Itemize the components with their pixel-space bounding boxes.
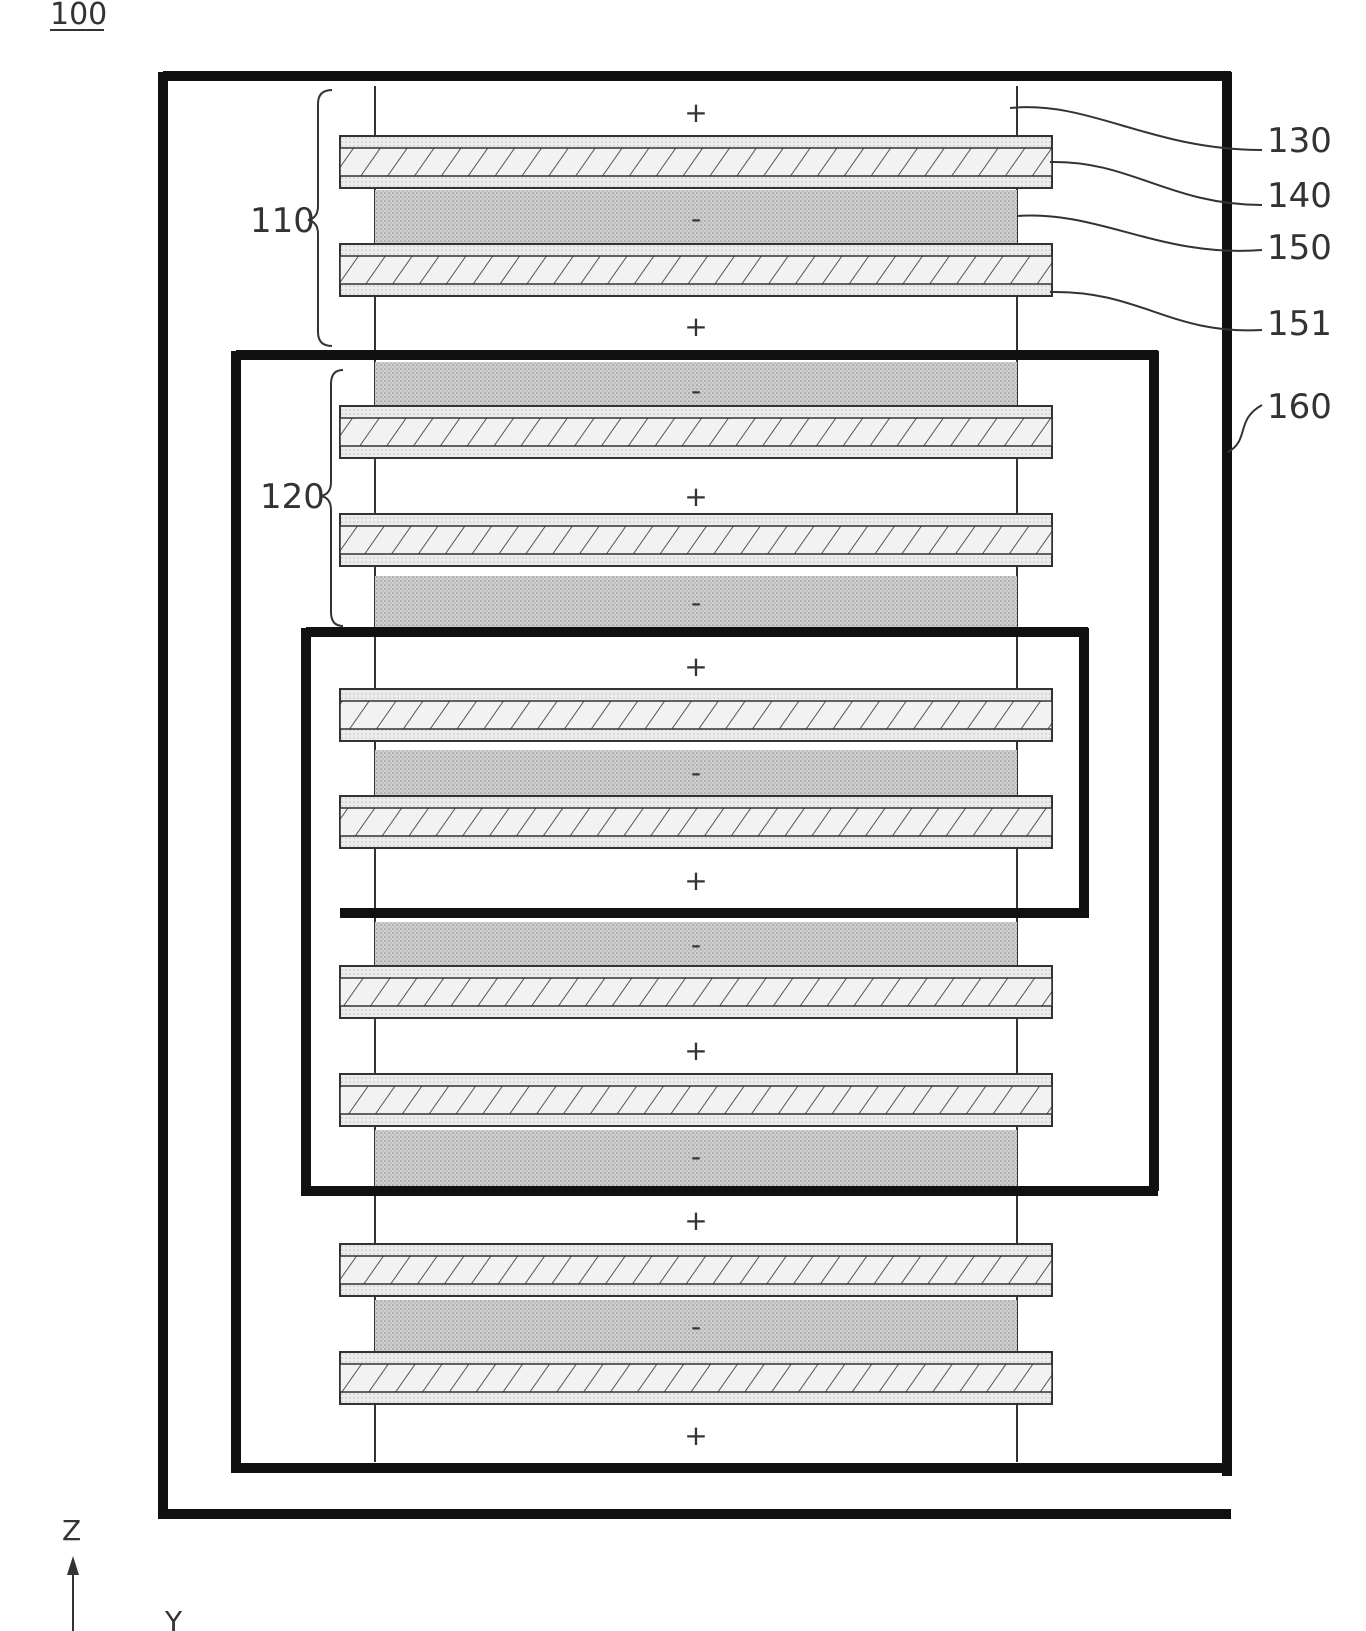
layer-stack: + - + - + - + - + - + - + - + xyxy=(340,96,1052,1452)
current-collector-band xyxy=(340,701,1052,729)
positive-sign: + xyxy=(684,96,707,129)
label-130: 130 xyxy=(1267,121,1332,161)
label-110: 110 xyxy=(250,201,315,241)
positive-sign: + xyxy=(684,1204,707,1237)
label-160: 160 xyxy=(1267,387,1332,427)
positive-sign: + xyxy=(684,310,707,343)
axis-z-label: Z xyxy=(62,1514,81,1547)
negative-sign: - xyxy=(691,1310,701,1343)
label-150: 150 xyxy=(1267,228,1332,268)
positive-sign: + xyxy=(684,1419,707,1452)
negative-sign: - xyxy=(691,202,701,235)
current-collector-band xyxy=(340,808,1052,836)
current-collector-band xyxy=(340,1364,1052,1392)
leader-160 xyxy=(1228,405,1262,452)
current-collector-band xyxy=(340,148,1052,176)
current-collector-band xyxy=(340,256,1052,284)
label-120: 120 xyxy=(260,477,325,517)
positive-sign: + xyxy=(684,864,707,897)
negative-sign: - xyxy=(691,374,701,407)
label-140: 140 xyxy=(1267,176,1332,216)
negative-sign: - xyxy=(691,756,701,789)
negative-sign: - xyxy=(691,586,701,619)
positive-sign: + xyxy=(684,650,707,683)
negative-sign: - xyxy=(691,1140,701,1173)
current-collector-band xyxy=(340,1086,1052,1114)
negative-sign: - xyxy=(691,928,701,961)
current-collector-band xyxy=(340,526,1052,554)
current-collector-band xyxy=(340,418,1052,446)
axis-y-label: Y xyxy=(164,1605,183,1631)
positive-sign: + xyxy=(684,1034,707,1067)
axis-indicator: Z Y xyxy=(62,1514,183,1631)
current-collector-band xyxy=(340,978,1052,1006)
figure-title: 100 xyxy=(50,0,107,32)
positive-sign: + xyxy=(684,480,707,513)
current-collector-band xyxy=(340,1256,1052,1284)
arrow-up-icon xyxy=(67,1556,79,1575)
label-151: 151 xyxy=(1267,304,1332,344)
